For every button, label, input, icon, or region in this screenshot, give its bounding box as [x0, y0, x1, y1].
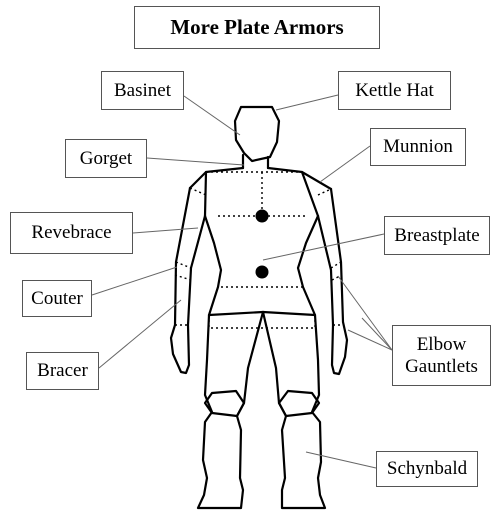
torso	[205, 216, 318, 315]
right-couter-upper	[331, 262, 341, 268]
label-couter-text: Couter	[31, 288, 83, 310]
label-basinet-text: Basinet	[114, 80, 171, 102]
right-knee	[279, 391, 319, 416]
lower-dot	[256, 266, 269, 279]
left-couter-lower	[175, 275, 191, 280]
upper-dot	[256, 210, 269, 223]
shoulders	[190, 168, 331, 189]
label-revebrace-text: Revebrace	[31, 222, 111, 244]
left-couter-upper	[176, 262, 191, 268]
leader-kettle-hat	[276, 95, 338, 110]
label-kettle-hat: Kettle Hat	[338, 71, 451, 110]
right-shoulder-seam	[318, 189, 331, 195]
leader-couter	[92, 267, 177, 295]
leader-elbow-2	[362, 318, 392, 350]
label-couter: Couter	[22, 280, 92, 317]
leader-elbow-3	[348, 330, 392, 350]
leader-munnion	[320, 146, 370, 182]
label-elbow-text: Elbow	[417, 334, 467, 356]
label-basinet: Basinet	[101, 71, 184, 110]
label-bracer: Bracer	[26, 352, 99, 390]
label-gorget: Gorget	[65, 139, 147, 178]
label-breastplate: Breastplate	[384, 216, 490, 255]
right-arm	[318, 189, 347, 374]
leader-revebrace	[133, 228, 198, 233]
label-kettle-hat-text: Kettle Hat	[355, 80, 434, 102]
label-elbow-gauntlets: Elbow Gauntlets	[392, 325, 491, 386]
label-schynbald-text: Schynbald	[387, 458, 467, 480]
armpit-right	[302, 172, 318, 216]
label-munnion: Munnion	[370, 128, 466, 166]
diagram-title: More Plate Armors	[170, 15, 343, 39]
left-arm	[171, 188, 205, 373]
left-shoulder-seam	[190, 188, 206, 195]
label-revebrace: Revebrace	[10, 212, 133, 254]
figure-outline	[171, 107, 347, 508]
right-leg	[263, 312, 325, 508]
label-schynbald: Schynbald	[376, 451, 478, 487]
leader-basinet	[184, 96, 240, 135]
label-gauntlets-text: Gauntlets	[405, 356, 478, 378]
label-gorget-text: Gorget	[80, 148, 132, 170]
label-bracer-text: Bracer	[37, 360, 88, 382]
label-breastplate-text: Breastplate	[394, 225, 479, 247]
leader-bracer	[99, 300, 181, 368]
left-knee	[205, 391, 244, 416]
label-munnion-text: Munnion	[383, 136, 453, 158]
leader-gorget	[147, 158, 244, 165]
left-leg	[198, 312, 263, 508]
leader-schynbald	[306, 452, 376, 468]
title-box: More Plate Armors	[134, 6, 380, 49]
plate-seams	[175, 172, 343, 328]
head	[235, 107, 279, 161]
